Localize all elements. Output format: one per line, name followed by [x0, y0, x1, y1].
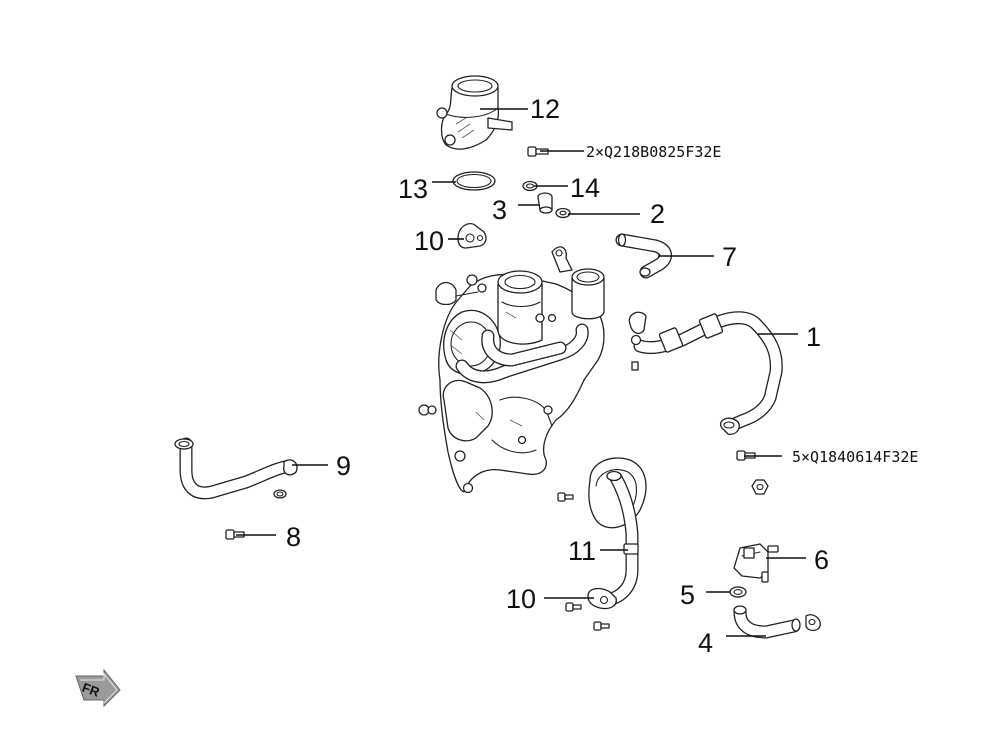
- part-6-valve: [733, 543, 779, 583]
- part-3-banjo-bolt: [537, 192, 553, 214]
- forward-arrow-icon: [75, 668, 121, 708]
- part-number-bolt-right: 5×Q1840614F32E: [792, 448, 918, 466]
- callout-11: 11: [568, 536, 596, 566]
- part-2-washer: [555, 207, 571, 219]
- direction-label: FR: [80, 680, 102, 700]
- bolt-lower-3: [593, 621, 610, 631]
- part-13-o-ring: [452, 171, 496, 191]
- leader-lines: [236, 108, 806, 637]
- part-11-oil-return-pipe: [588, 457, 647, 607]
- callout-10-lower: 10: [506, 584, 536, 614]
- callout-10-top: 10: [414, 226, 444, 256]
- callout-8: 8: [286, 522, 301, 552]
- part-10-gasket-top: [457, 223, 487, 249]
- part-14-washer: [522, 180, 538, 192]
- callout-6: 6: [814, 545, 829, 575]
- bolt-lower-1: [557, 492, 574, 502]
- callout-3: 3: [492, 195, 507, 225]
- part-1-coolant-pipe: [628, 311, 783, 435]
- turbocharger-assembly: [418, 246, 605, 494]
- bolt-lower-2: [565, 602, 582, 612]
- part-number-bolt-top: 2×Q218B0825F32E: [586, 143, 721, 161]
- part-10-gasket-lower: [587, 587, 617, 610]
- part-9-left-pipe: [174, 437, 298, 500]
- callout-12: 12: [530, 94, 560, 124]
- callout-9: 9: [336, 451, 351, 481]
- part-5-o-ring: [729, 586, 747, 598]
- callout-5: 5: [680, 580, 695, 610]
- part-4-hose: [733, 605, 821, 639]
- part-12-outlet-elbow: [436, 75, 513, 150]
- nut-right: [751, 479, 769, 495]
- callout-4: 4: [698, 628, 713, 658]
- callout-7: 7: [722, 242, 737, 272]
- callout-2: 2: [650, 199, 665, 229]
- part-7-bent-pipe: [615, 233, 672, 279]
- callout-1: 1: [806, 322, 821, 352]
- callout-13: 13: [398, 174, 428, 204]
- callout-14: 14: [570, 173, 600, 203]
